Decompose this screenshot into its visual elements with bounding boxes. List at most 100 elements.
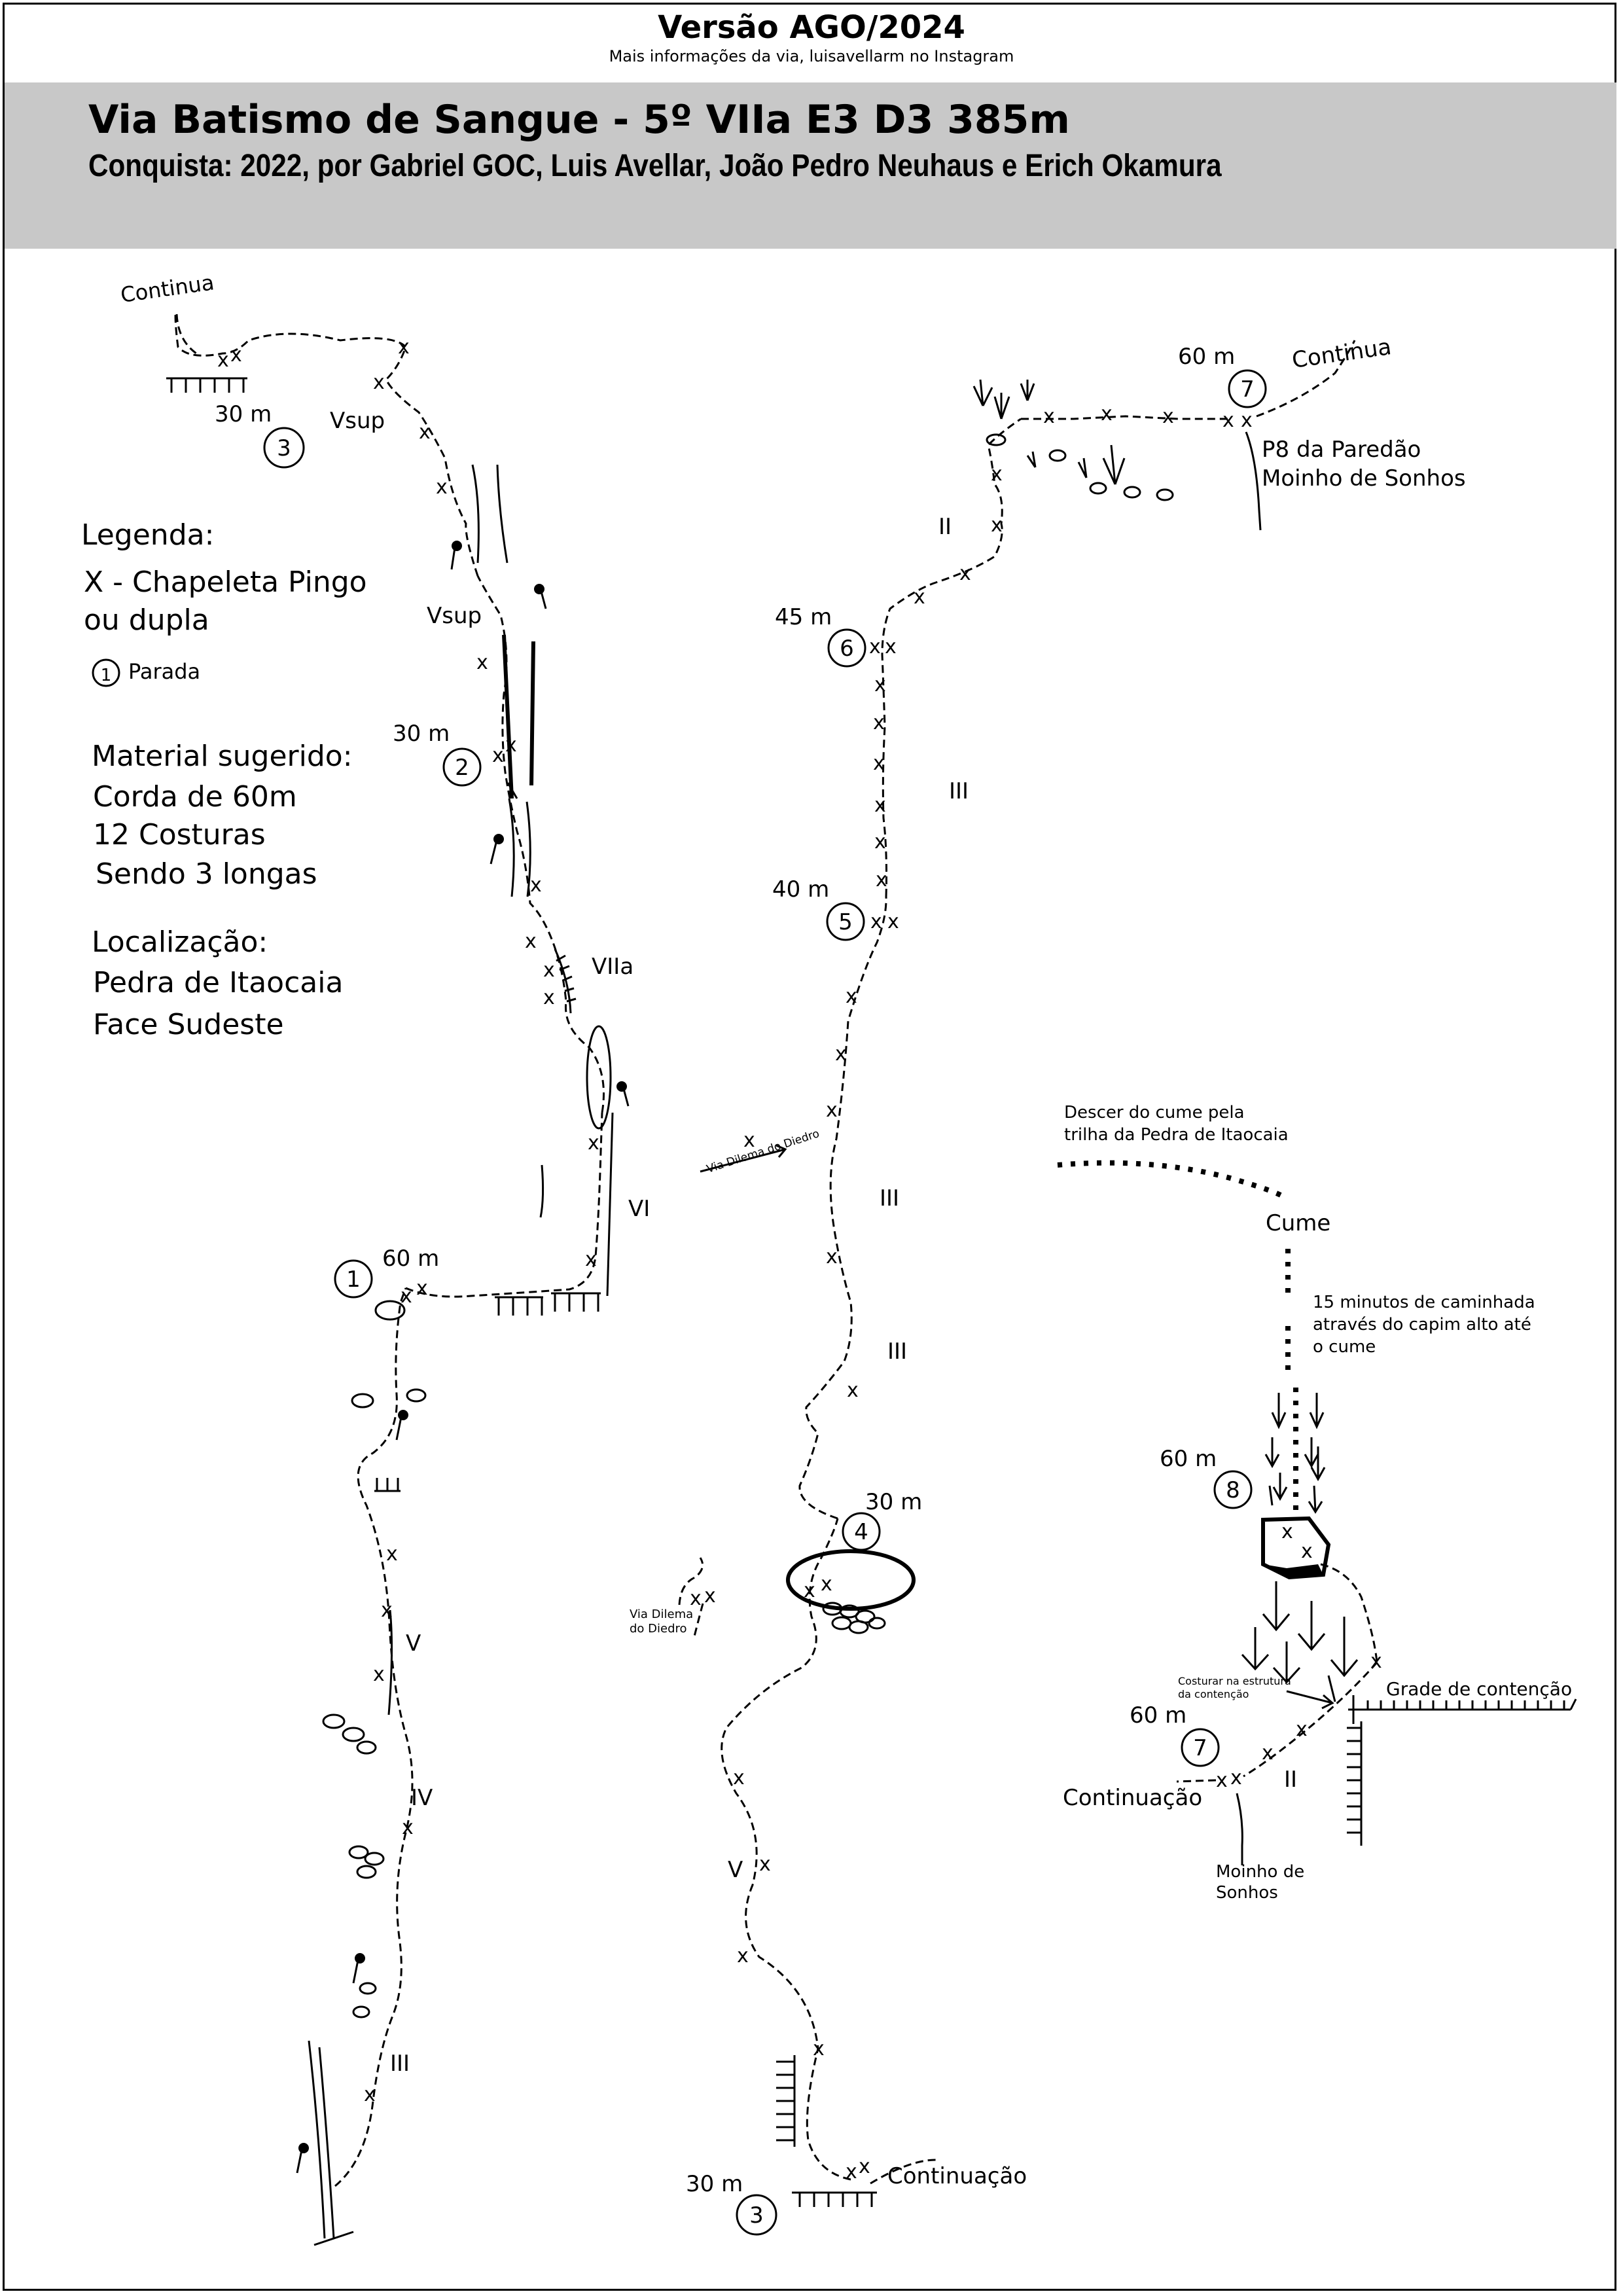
belay-length: 30 m [865, 1489, 922, 1515]
small-ledge [374, 1478, 401, 1492]
bolt-x: x [733, 1767, 745, 1789]
tree-icon [296, 541, 630, 2174]
dihedral-tick [507, 782, 518, 799]
bolt-x: x [859, 2155, 870, 2178]
version-title: Versão AGO/2024 [658, 9, 965, 46]
moinho-note: Sonhos [1216, 1883, 1278, 1903]
grade-label: Vsup [330, 408, 385, 434]
belay-length: 40 m [772, 876, 829, 903]
belay-circle [736, 2194, 777, 2236]
moinho-line [1245, 431, 1262, 531]
bolt-x: x [398, 336, 410, 359]
bolt-x: x [381, 1599, 393, 1622]
dihedral-line [529, 641, 535, 786]
bolt-x: x [1101, 403, 1113, 425]
overhang-line [554, 948, 572, 1014]
grade-label: III [390, 2051, 410, 2077]
descent-note: trilha da Pedra de Itaocaia [1064, 1125, 1289, 1145]
crack-line [606, 1112, 614, 1297]
bolt-x: x [1281, 1520, 1293, 1543]
route-path-p6 [881, 418, 1022, 897]
legend-bolt-line2: ou dupla [84, 603, 209, 637]
belay-circle [442, 747, 482, 787]
belay-circle [842, 1512, 881, 1551]
belay-length: 60 m [1130, 1702, 1186, 1729]
bolt-x: x [876, 869, 887, 891]
bolt-x: x [1370, 1650, 1382, 1673]
grade-label: Vsup [427, 603, 482, 629]
belay-length: 45 m [775, 604, 832, 630]
dilema-arrow [700, 1144, 787, 1173]
belay-circle [1181, 1728, 1220, 1767]
bolt-x: x [690, 1587, 702, 1610]
p8-label: Moinho de Sonhos [1262, 465, 1466, 492]
bolt-x: x [826, 1099, 838, 1122]
belay-number: 7 [1240, 376, 1255, 403]
continua-label: Continua [1291, 334, 1393, 374]
bolt-x: x [492, 744, 504, 767]
belay-ledge-p1 [551, 1292, 601, 1312]
crack-line [526, 801, 531, 897]
legend-stop-circle [92, 658, 120, 687]
dilema-path [692, 1603, 704, 1640]
base-ledge [313, 2231, 354, 2246]
grade-label: VIIa [592, 954, 633, 980]
grade-label: II [1284, 1767, 1297, 1793]
bolt-x: x [813, 2037, 825, 2060]
legend-heading: Legenda: [81, 518, 215, 552]
bolt-x: x [991, 463, 1003, 486]
moinho-line [1236, 1793, 1243, 1865]
grade-label: III [887, 1338, 907, 1365]
bolt-x: x [874, 673, 886, 696]
crack-line [471, 464, 480, 564]
bolt-x: x [821, 1573, 832, 1596]
crack-line [387, 1609, 393, 1715]
bolt-x: x [386, 1543, 398, 1566]
side-ledge [776, 2055, 796, 2147]
bolt-x: x [588, 1132, 599, 1155]
bolt-x: x [230, 344, 242, 367]
grass-icon [1241, 1393, 1359, 1702]
belay-circle [334, 1259, 373, 1299]
descent-trail [1057, 1160, 1287, 1200]
crack-line [539, 1164, 544, 1218]
material-heading: Material sugerido: [92, 740, 353, 773]
bolt-x: x [704, 1585, 716, 1607]
cume-label: Cume [1266, 1210, 1330, 1236]
crack-line [496, 464, 508, 564]
p8-label: P8 da Paredão [1262, 437, 1421, 463]
bolt-x: x [835, 1043, 847, 1066]
route-path-p7 [1021, 415, 1230, 420]
page-border [3, 3, 1616, 2291]
continuacao-path [870, 2159, 936, 2185]
belay-circle [827, 628, 866, 668]
location-line: Face Sudeste [93, 1008, 284, 1041]
bolt-x: x [874, 794, 886, 817]
grade-label: II [938, 514, 952, 540]
dilema-label: Via Dilema [630, 1607, 693, 1621]
belay-number: 3 [277, 435, 291, 461]
walk-note: através do capim alto até [1313, 1315, 1531, 1335]
bolt-x: x [846, 985, 857, 1008]
bolt-x: x [1301, 1540, 1313, 1563]
dilema-arrow-label: Via Dilema do Diedro [705, 1127, 821, 1176]
bolt-x: x [1230, 1767, 1242, 1789]
route-path-p5 [798, 896, 887, 1520]
route-path-p8b [1243, 1662, 1378, 1778]
belay-length: 30 m [393, 721, 450, 747]
bolt-x: x [873, 711, 885, 734]
continua-path [175, 314, 197, 355]
bolt-x: x [585, 1248, 597, 1271]
walk-note: o cume [1313, 1337, 1376, 1357]
belay-circle [826, 902, 865, 941]
belay-number: 1 [346, 1266, 361, 1293]
bolt-x: x [1262, 1742, 1274, 1765]
bolt-x: x [870, 910, 882, 933]
title-band [5, 82, 1616, 249]
belay-circle [263, 427, 305, 469]
route-credit: Conquista: 2022, por Gabriel GOC, Luis A… [88, 149, 1222, 183]
flake-feature [586, 1025, 612, 1130]
legend-bolt-line1: X - Chapeleta Pingo [84, 565, 367, 599]
bolt-x: x [416, 1277, 428, 1300]
bolt-x: x [887, 910, 899, 933]
